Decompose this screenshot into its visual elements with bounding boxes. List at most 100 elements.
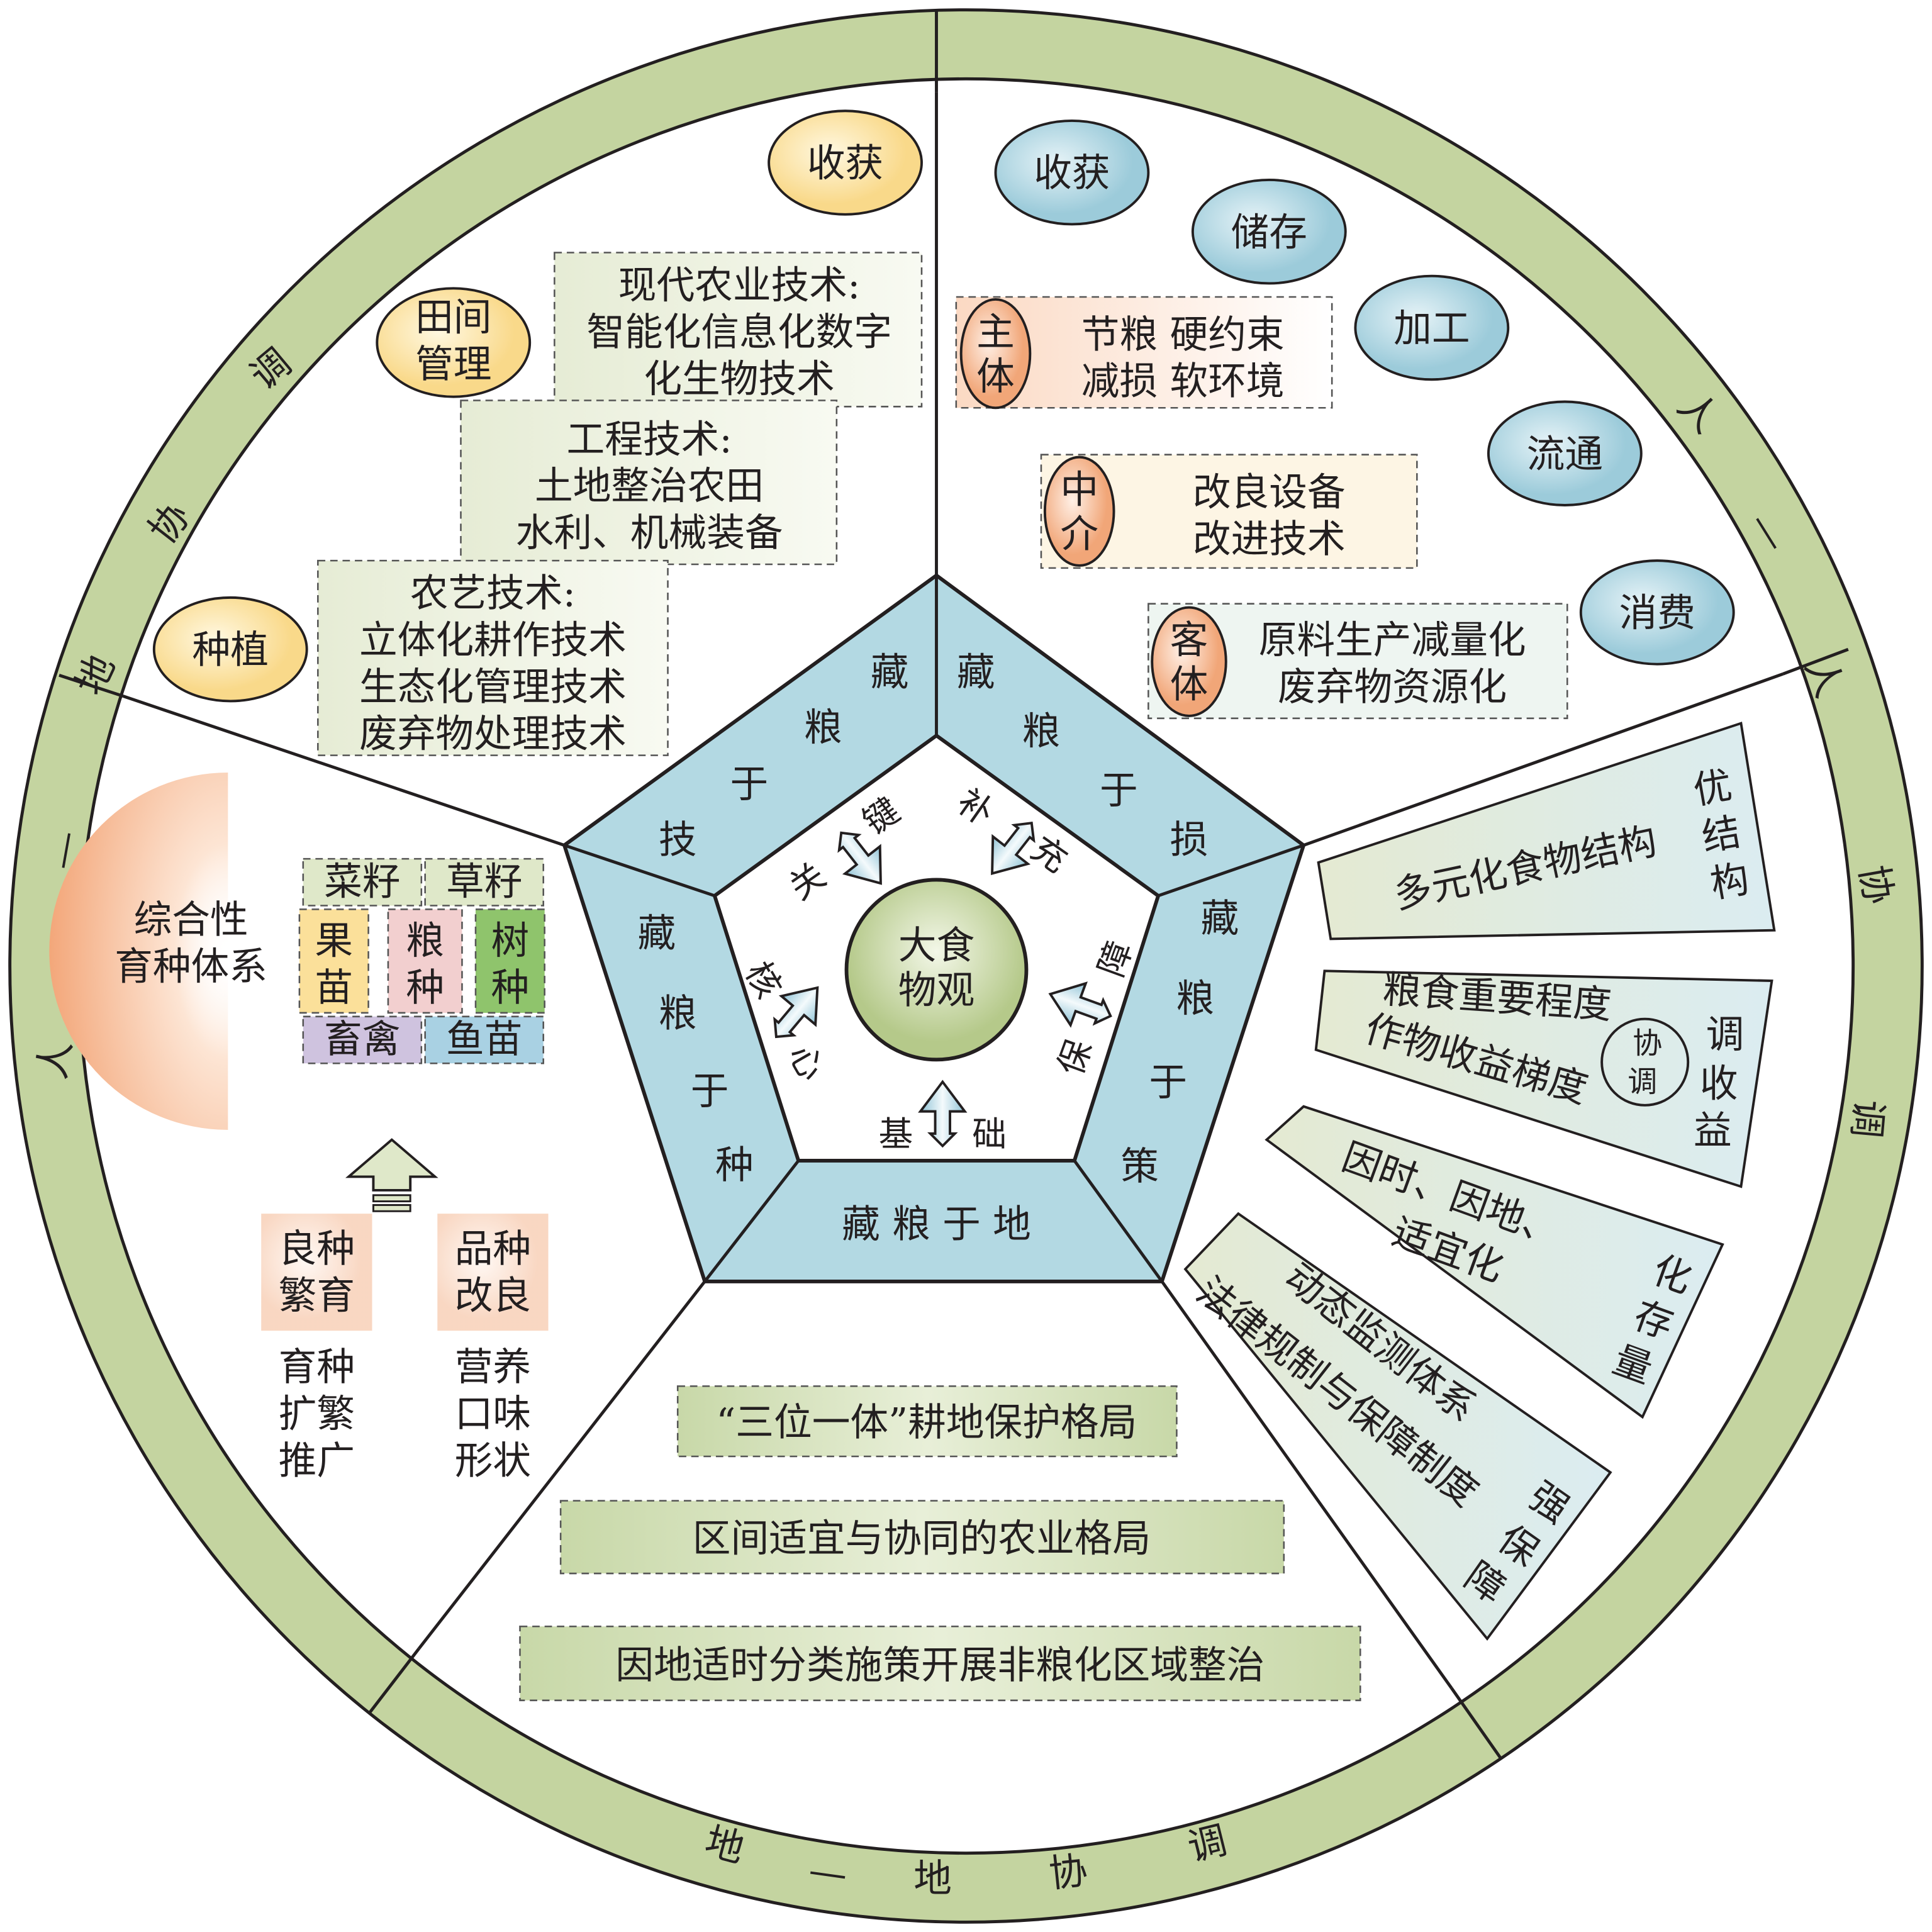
intermediary-tag: 介 (1060, 513, 1098, 557)
arrow-label: 补 (950, 781, 1002, 834)
improvement-title: 品种 (455, 1227, 531, 1271)
center-label: 物观 (898, 968, 974, 1012)
policy-char: 策 (1120, 1144, 1159, 1188)
ring-char: — (806, 1848, 850, 1897)
tech-char: 技 (659, 818, 697, 862)
grid-char: 苗 (315, 966, 353, 1010)
grid-rapeseed: 菜籽 (324, 860, 400, 904)
subject-text: 减损 软环境 (1081, 360, 1285, 404)
ring-char: 人 (30, 1037, 80, 1082)
chain-oval: 加工 (1393, 307, 1470, 351)
land-label: 藏 粮 于 地 (842, 1202, 1031, 1246)
land-item: 因地适时分类施策开展非粮化区域整治 (615, 1644, 1265, 1688)
tech-char: 粮 (804, 706, 842, 750)
subject-tag: 主 (976, 310, 1015, 354)
chain-oval: 消费 (1619, 591, 1695, 635)
arrow-basis-icon (918, 1080, 968, 1148)
loss-char: 损 (1170, 818, 1209, 862)
grid-char: 树 (491, 919, 529, 963)
arrow-label: 基 (878, 1114, 913, 1154)
breeding-system-title: 育种体系 (114, 945, 267, 989)
intermediary-text: 改良设备 (1193, 471, 1346, 515)
grid-char: 果 (315, 919, 353, 963)
chain-oval: 收获 (1034, 152, 1110, 196)
agronomy-tech-box: 废弃物处理技术 (359, 712, 627, 756)
pentagon-labels: 藏 粮 于 技 藏 粮 于 损 藏 粮 于 策 藏 粮 于 种 藏 粮 于 地 (638, 651, 1239, 1246)
loss-char: 粮 (1022, 710, 1061, 754)
chain-oval: 流通 (1527, 432, 1603, 476)
breeding-item: 推广 (279, 1439, 355, 1483)
object-text: 废弃物资源化 (1278, 665, 1507, 709)
arrow-supplement-icon (991, 822, 1036, 876)
object-tag: 体 (1170, 663, 1209, 707)
grid-grass-seed: 草籽 (446, 860, 522, 904)
income-tag: 调 (1706, 1013, 1745, 1057)
grid-fruit-seedling: 果苗 (315, 919, 353, 1010)
seed-section: 综合性 育种体系 菜籽 草籽 果苗 粮种 树种 畜禽 鱼苗 良种 繁育 育种 扩… (49, 773, 549, 1483)
agronomy-tech-box: 农艺技术: (410, 572, 576, 616)
ring-char: 调 (1843, 1098, 1890, 1140)
improvement-item: 形状 (455, 1439, 531, 1483)
improvement-item: 营养 (455, 1346, 531, 1390)
intermediary-text: 改进技术 (1193, 517, 1346, 561)
center-circle: 大食 物观 (844, 878, 1029, 1062)
harvest-oval: 收获 (807, 142, 883, 186)
grid-tree-seed: 树种 (491, 919, 529, 1010)
up-arrow-icon (345, 1138, 438, 1212)
arrow-label: 保 (1050, 1034, 1100, 1080)
arrow-label: 键 (856, 790, 907, 842)
structure-tag: 结 (1699, 810, 1744, 860)
arrow-label: 心 (781, 1037, 833, 1087)
land-item: “三位一体”耕地保护格局 (716, 1401, 1137, 1445)
chain-oval: 储存 (1231, 211, 1307, 255)
object-tag: 客 (1170, 618, 1209, 662)
engineering-tech-box: 土地整治农田 (535, 464, 764, 508)
engineering-tech-box: 工程技术: (567, 418, 732, 462)
arrow-core-icon (773, 986, 819, 1039)
ring-char: 地 (913, 1857, 952, 1901)
arrow-key-icon (837, 831, 882, 885)
land-section: “三位一体”耕地保护格局 区间适宜与协同的农业格局 因地适时分类施策开展非粮化区… (519, 1385, 1361, 1702)
coordinate-circle: 调 (1628, 1064, 1657, 1099)
ring-char: 协 (1047, 1849, 1090, 1897)
arrow-guarantee-icon (1048, 981, 1112, 1028)
arrow-label: 础 (972, 1114, 1007, 1154)
planting-oval: 种植 (193, 628, 269, 673)
structure-tag: 构 (1707, 857, 1753, 907)
intermediary-tag: 中 (1060, 468, 1098, 512)
agronomy-tech-box: 立体化耕作技术 (359, 618, 627, 662)
tech-char: 藏 (871, 651, 909, 695)
loss-char: 于 (1100, 769, 1138, 813)
structure-tag: 优 (1690, 763, 1735, 813)
field-oval: 管理 (415, 342, 491, 386)
subject-text: 节粮 硬约束 (1081, 313, 1285, 357)
loss-char: 藏 (957, 651, 995, 695)
grid-livestock: 畜禽 (324, 1018, 400, 1062)
section-dividers (123, 92, 1784, 1689)
object-text: 原料生产减量化 (1259, 618, 1526, 662)
land-item: 区间适宜与协同的农业格局 (693, 1517, 1151, 1561)
improvement-item: 口味 (455, 1392, 531, 1436)
tech-char: 于 (730, 762, 768, 807)
breeding-item: 扩繁 (279, 1392, 355, 1436)
engineering-tech-box: 水利、机械装备 (516, 511, 783, 556)
arrow-label: 关 (781, 855, 833, 908)
modern-tech-box: 智能化信息化数字 (586, 310, 892, 354)
pentagon (562, 573, 1306, 1283)
breeding-item: 育种 (279, 1346, 355, 1390)
loss-section: 收获 储存 加工 流通 消费 主 体 节粮 硬约束 减损 软环境 中 介 改良设… (955, 119, 1735, 720)
modern-tech-box: 现代农业技术: (618, 264, 861, 308)
outer-ring (8, 8, 1924, 1924)
modern-tech-box: 化生物技术 (644, 357, 835, 401)
breeding-system-title: 综合性 (134, 898, 248, 942)
grid-grain-seed: 粮种 (406, 919, 444, 1010)
improvement-title: 改良 (455, 1274, 531, 1318)
coordinate-circle: 协 (1633, 1027, 1662, 1061)
agronomy-tech-box: 生态化管理技术 (359, 665, 627, 709)
ring-char: 协 (1851, 862, 1901, 907)
breeding-title: 良种 (279, 1227, 355, 1271)
income-tag: 收 (1700, 1062, 1738, 1106)
field-oval: 田间 (415, 296, 491, 340)
tech-section: 收获 田间 管理 种植 现代农业技术: 智能化信息化数字 化生物技术 工程技术:… (152, 109, 923, 756)
seed-char: 粮 (659, 991, 697, 1036)
